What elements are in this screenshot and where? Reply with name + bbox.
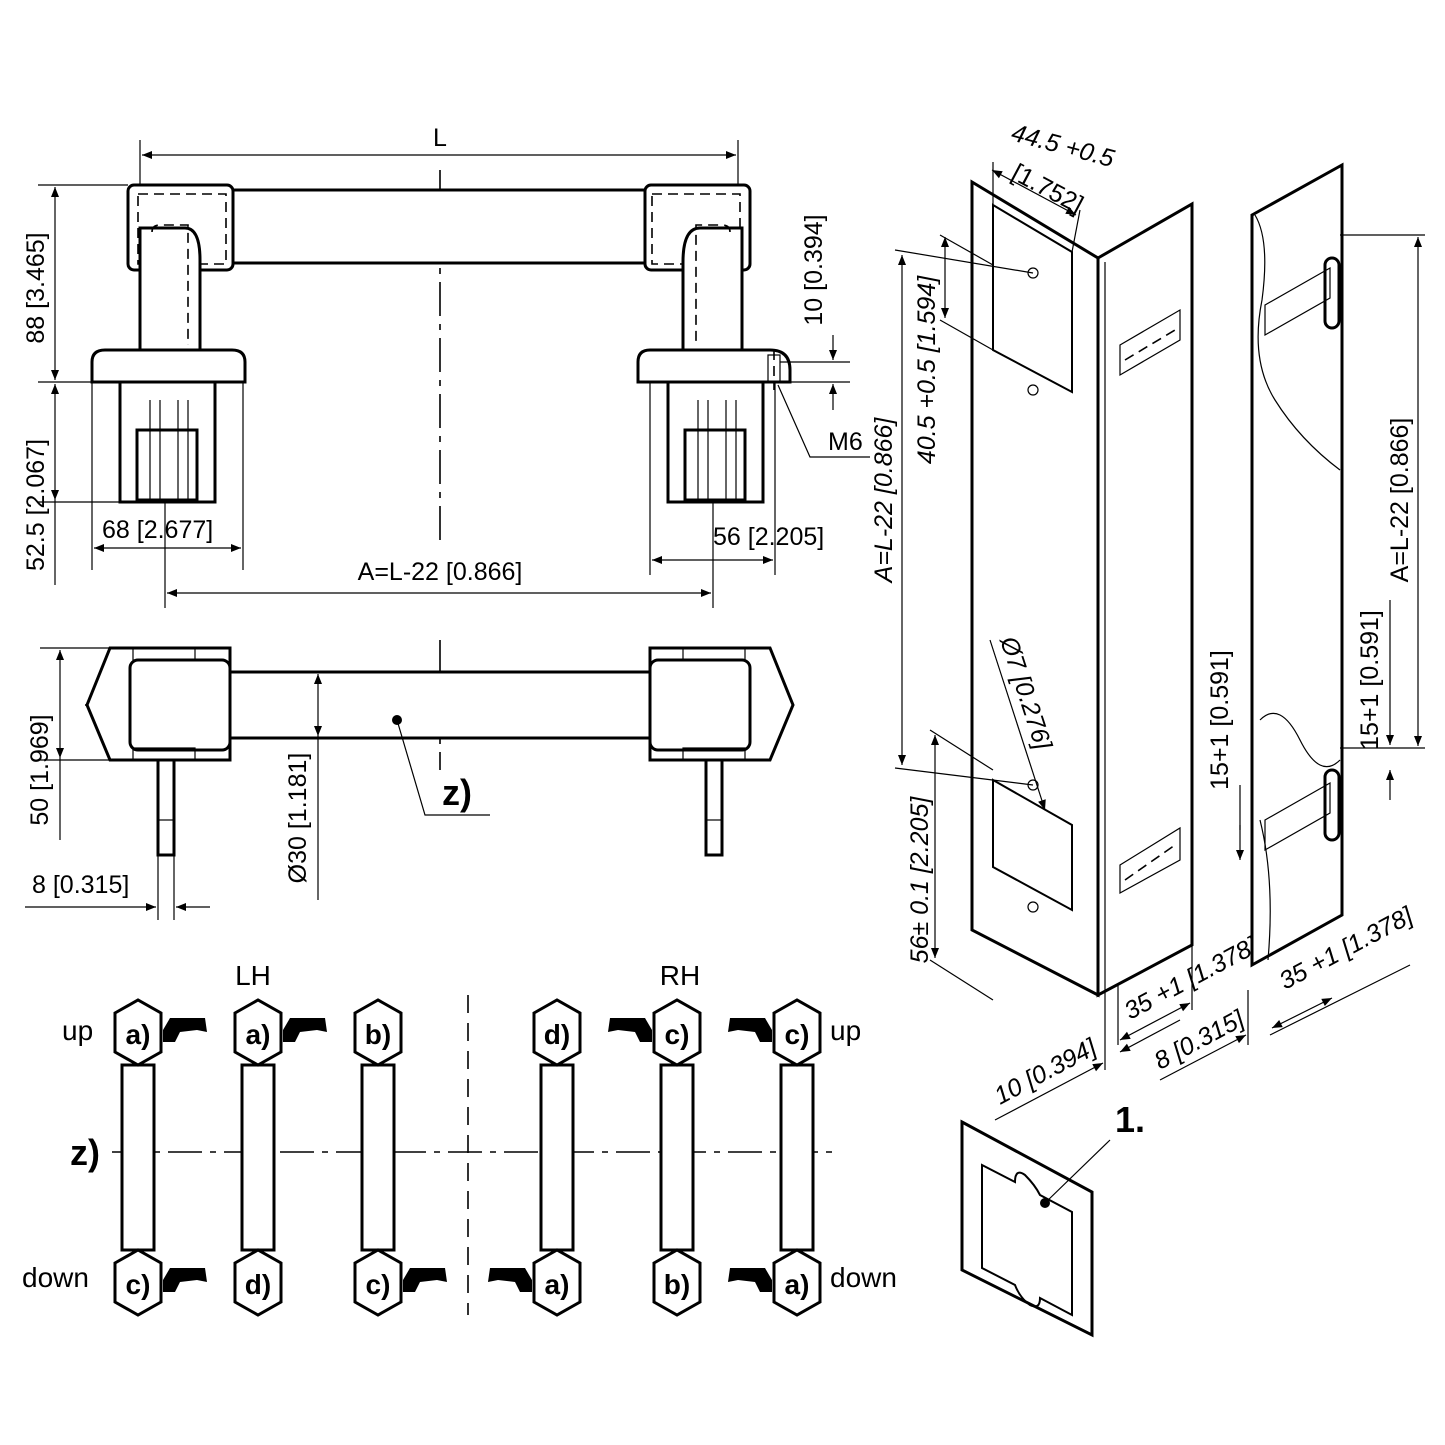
hex-top-4: d): [544, 1019, 570, 1050]
rh-label: RH: [660, 960, 700, 991]
mounting-orientations: LH RH up up down down z) a) c) a) d): [22, 960, 897, 1317]
dim-hinge-edge: 15+1 [0.591]: [1356, 610, 1384, 750]
hex-bottom-1: c): [126, 1269, 151, 1300]
dim-depth-50: 50 [1.969]: [26, 714, 54, 825]
hex-top-1: a): [126, 1019, 151, 1050]
down-label-left: down: [22, 1262, 89, 1293]
front-view: L: [22, 124, 870, 608]
dim-hinge-spacing: A=L-22 [0.866]: [1386, 418, 1414, 583]
hinge-icon: [163, 1268, 207, 1292]
hex-bottom-6: a): [785, 1269, 810, 1300]
down-label-right: down: [830, 1262, 897, 1293]
hex-bottom-4: a): [545, 1269, 570, 1300]
hex-top-3: b): [365, 1019, 391, 1050]
template-label: 1.: [1115, 1099, 1145, 1140]
dim-offset-56: 56± 0.1 [2.205]: [906, 796, 934, 964]
dim-hole-spacing: A=L-22 [0.866]: [870, 417, 898, 585]
thread-label: M6: [828, 428, 863, 456]
up-label-right: up: [830, 1015, 861, 1046]
hinge-icon: [488, 1268, 532, 1292]
hex-bottom-2: d): [245, 1269, 271, 1300]
top-view: 50 [1.969] Ø30 [1.181] 8 [0.315] z): [25, 640, 795, 920]
hex-top-5: c): [665, 1019, 690, 1050]
dim-frame-8: 8 [0.315]: [1150, 1004, 1250, 1075]
dim-pin-8: 8 [0.315]: [32, 871, 129, 899]
dim-foot-68: 68 [2.677]: [102, 516, 213, 544]
dim-cutout-height: 40.5 +0.5 [1.594]: [913, 275, 941, 464]
up-label-left: up: [62, 1015, 93, 1046]
orientation-column-3: b) c): [353, 998, 447, 1317]
hinge-icon: [403, 1268, 447, 1292]
hex-top-2: a): [246, 1019, 271, 1050]
dim-height-52-5: 52.5 [2.067]: [22, 439, 50, 571]
hinge-icon: [283, 1018, 327, 1042]
orientation-column-5: c) b): [608, 998, 702, 1317]
dim-foot-56: 56 [2.205]: [713, 523, 824, 551]
orientation-column-6: c) a): [728, 998, 822, 1317]
orientation-column-1: a) c): [113, 998, 207, 1317]
z-label-top: z): [442, 772, 472, 813]
dim-edge-15: 15+1 [0.591]: [1206, 650, 1234, 790]
hinge-icon: [163, 1018, 207, 1042]
z-label-mounting: z): [70, 1132, 100, 1173]
cutout-view: 44.5 +0.5 [1.752] 40.5 +0.5 [1.594] A=L-…: [870, 119, 1425, 1338]
orientation-column-4: d) a): [488, 998, 582, 1317]
hex-bottom-5: b): [664, 1269, 690, 1300]
hinge-icon: [728, 1268, 772, 1292]
dim-length-L: L: [433, 124, 447, 152]
dim-hole-distance: A=L-22 [0.866]: [358, 558, 523, 586]
hex-top-6: c): [785, 1019, 810, 1050]
dim-tube-diameter: Ø30 [1.181]: [284, 753, 312, 884]
orientation-column-2: a) d): [233, 998, 327, 1317]
hinge-icon: [608, 1018, 652, 1042]
dim-thread-10: 10 [0.394]: [800, 214, 828, 325]
dim-frame-10: 10 [0.394]: [990, 1033, 1102, 1110]
dim-height-88: 88 [3.465]: [22, 232, 50, 343]
hex-bottom-3: c): [366, 1269, 391, 1300]
hinge-icon: [728, 1018, 772, 1042]
lh-label: LH: [235, 960, 271, 991]
